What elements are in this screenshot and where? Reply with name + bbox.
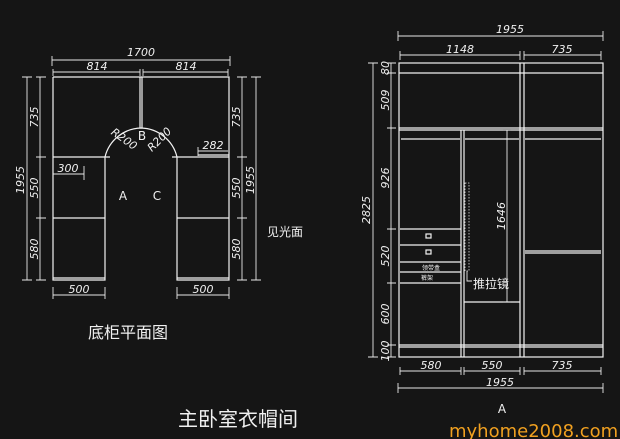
dim-gap: 282	[203, 139, 224, 152]
mirror-leader	[466, 271, 472, 282]
dim-bottom-mid: 550	[482, 359, 503, 372]
dim-depth-left: 500	[69, 283, 90, 296]
label-b: B	[138, 129, 146, 143]
dim-h5: 600	[379, 304, 392, 325]
dim-low-right: 580	[230, 239, 243, 260]
dim-overall-width: 1700	[127, 46, 155, 59]
dim-h4: 520	[379, 246, 392, 267]
label-tie-box: 领带盒	[422, 264, 440, 272]
dim-half-left: 814	[87, 60, 108, 73]
elevation-dimension-lines	[368, 31, 604, 393]
dim-mirror: 1646	[495, 202, 508, 230]
dim-overall-top: 1955	[496, 23, 524, 36]
dim-h2: 509	[379, 90, 392, 111]
label-pants-rack: 裤架	[421, 274, 433, 282]
plan-title: 底柜平面图	[88, 323, 168, 342]
label-view-a: A	[498, 402, 507, 416]
dim-overall-bottom: 1955	[486, 376, 514, 389]
dim-top-left: 735	[28, 107, 41, 128]
dim-bottom-right: 735	[552, 359, 573, 372]
watermark: myhome2008.com	[449, 421, 618, 439]
elevation-outline	[398, 62, 604, 358]
plan-outline	[52, 76, 230, 281]
dim-depth-right: 500	[193, 283, 214, 296]
label-a: A	[119, 189, 128, 203]
dim-low-left: 580	[28, 239, 41, 260]
dim-top-right: 735	[230, 107, 243, 128]
drawing-title: 主卧室衣帽间	[178, 407, 298, 431]
dim-overall-height: 2825	[360, 196, 373, 224]
elevation-view: 1955 1148 735 2825 80 509 926 520 600 10…	[360, 23, 604, 416]
label-sliding-mirror: 推拉镜	[473, 276, 509, 291]
dim-shelf: 300	[58, 162, 79, 175]
dim-top-left: 1148	[446, 43, 474, 56]
dim-bottom-left: 580	[421, 359, 442, 372]
dim-top-right: 735	[552, 43, 573, 56]
dim-h6: 100	[379, 341, 392, 362]
dim-left-height: 1955	[14, 166, 27, 194]
dim-mid-left: 550	[28, 178, 41, 199]
label-c: C	[153, 189, 161, 203]
dim-h1: 80	[379, 61, 392, 75]
plan-dimension-lines	[22, 56, 261, 299]
dim-h3: 926	[379, 168, 392, 189]
dim-mid-right: 550	[230, 178, 243, 199]
dim-half-right: 814	[176, 60, 197, 73]
label-visible-face: 见光面	[267, 225, 303, 239]
dim-right-height: 1955	[244, 166, 257, 194]
plan-view: 1700 814 814 1955 735 550 580 735 550 58…	[14, 46, 303, 342]
